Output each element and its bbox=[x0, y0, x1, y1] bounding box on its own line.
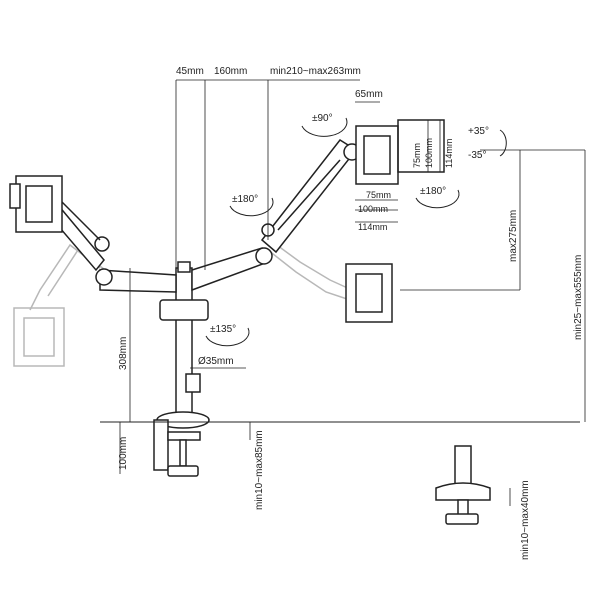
arc-135 bbox=[205, 327, 250, 347]
ghost-left-plate-inner bbox=[23, 317, 55, 357]
left-plate-inner bbox=[25, 185, 53, 223]
label-308: 308mm bbox=[118, 337, 129, 370]
ghost-right-arm-edge bbox=[267, 249, 351, 301]
pole-cap bbox=[177, 261, 191, 273]
label-vesa-75v: 75mm bbox=[412, 143, 422, 168]
grommet-detail bbox=[435, 445, 491, 525]
dimension-lines bbox=[119, 79, 586, 506]
label-100: 100mm bbox=[118, 437, 129, 470]
pole bbox=[159, 261, 209, 419]
right-arm-spring bbox=[277, 159, 341, 231]
clamp-screw bbox=[179, 439, 187, 467]
left-arm-spring bbox=[59, 199, 101, 241]
clamp-body bbox=[153, 419, 169, 471]
label-vesa-100h: 100mm bbox=[358, 204, 388, 214]
label-desk-clamp: min10~max85mm bbox=[254, 430, 265, 510]
label-grommet: min10~max40mm bbox=[520, 480, 531, 560]
grommet-pole bbox=[454, 445, 472, 487]
right-elbow-joint bbox=[255, 247, 273, 265]
left-arm-joint bbox=[94, 236, 110, 252]
right-ghost-plate bbox=[345, 263, 393, 323]
label-tilt-up: +35° bbox=[468, 126, 489, 137]
label-45: 45mm bbox=[176, 66, 204, 77]
label-vesa-100v: 100mm bbox=[424, 138, 434, 168]
clamp-knob bbox=[167, 465, 199, 477]
label-555: min25~max555mm bbox=[573, 255, 584, 340]
label-tilt-down: -35° bbox=[468, 150, 486, 161]
right-plate-depth bbox=[397, 119, 445, 173]
left-vesa-plate bbox=[9, 175, 63, 233]
label-65: 65mm bbox=[355, 89, 383, 100]
right-arm bbox=[191, 139, 361, 292]
cable-clip bbox=[185, 373, 201, 393]
arc-180-right bbox=[415, 189, 460, 209]
clamp-jaw bbox=[167, 431, 201, 441]
arc-90 bbox=[301, 117, 348, 137]
label-rot-90: ±90° bbox=[312, 113, 333, 124]
label-pole-diameter: Ø35mm bbox=[198, 356, 234, 367]
right-plate-inner bbox=[363, 135, 391, 175]
grommet-base bbox=[435, 482, 491, 501]
left-arm bbox=[46, 199, 177, 293]
ghost-right-arm bbox=[269, 239, 353, 291]
label-275: max275mm bbox=[508, 210, 519, 262]
right-vesa-plate bbox=[355, 119, 445, 185]
label-rot-180-arm: ±180° bbox=[232, 194, 258, 205]
pole-body bbox=[175, 267, 193, 419]
arc-180-arm bbox=[229, 197, 274, 217]
pole-collar bbox=[159, 299, 209, 321]
ghost-left-plate bbox=[13, 307, 65, 367]
arc-tilt bbox=[499, 129, 507, 157]
grommet-plate bbox=[445, 513, 479, 525]
desk-clamp bbox=[153, 411, 210, 477]
label-vesa-75h: 75mm bbox=[366, 190, 391, 200]
label-arm-length: min210~max263mm bbox=[270, 66, 361, 77]
label-rot-180-right: ±180° bbox=[420, 186, 446, 197]
rotation-arcs bbox=[205, 117, 507, 347]
left-elbow-joint bbox=[95, 268, 113, 286]
label-vesa-114h: 114mm bbox=[358, 222, 387, 232]
label-rot-135: ±135° bbox=[210, 324, 236, 335]
ghost-plate-inner bbox=[355, 273, 383, 313]
left-plate-bracket bbox=[9, 183, 21, 209]
label-160: 160mm bbox=[214, 66, 247, 77]
label-vesa-114v: 114mm bbox=[444, 139, 454, 168]
